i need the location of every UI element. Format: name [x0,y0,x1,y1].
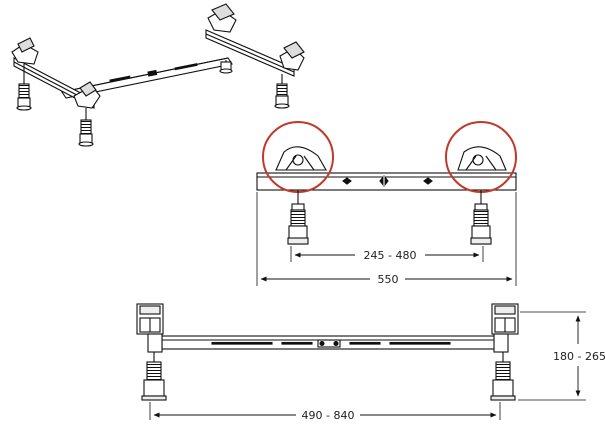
iso-bracket-front-right [279,41,305,71]
iso-bracket-back-right [207,3,237,33]
iso-rail-slots [109,63,198,83]
side-bracket-right [491,303,519,353]
iso-leg-mid-rail [219,60,233,74]
dimension-frame-width: 550 [260,273,513,286]
front-bracket-left [275,146,327,171]
label-frame-length: 490 - 840 [302,409,355,422]
front-beam-holes [342,175,433,187]
front-leg-left [287,190,309,245]
side-leg-left [141,352,167,401]
iso-leg-front-left [78,108,94,147]
dimension-leg-spacing: 245 - 480 [294,249,480,262]
dimension-frame-length: 490 - 840 [153,409,497,422]
side-extension-lines [149,311,586,420]
front-leg-right [470,190,492,245]
front-extension-lines [256,192,517,286]
front-bracket-right [457,146,507,171]
label-leg-spacing: 245 - 480 [364,249,417,262]
iso-leg-back-left [16,64,32,111]
side-rail-slots [211,339,451,348]
label-frame-width: 550 [378,273,399,286]
iso-bracket-front-left [73,81,101,109]
side-leg-right [490,352,516,401]
front-view [256,121,517,286]
isometric-view [11,3,305,147]
iso-leg-front-right [274,74,290,109]
label-height: 180 - 265 [553,350,605,363]
iso-bracket-back-left [11,37,39,65]
side-bracket-left [136,303,164,353]
side-view [136,303,586,420]
dimension-height: 180 - 265 [553,315,605,397]
